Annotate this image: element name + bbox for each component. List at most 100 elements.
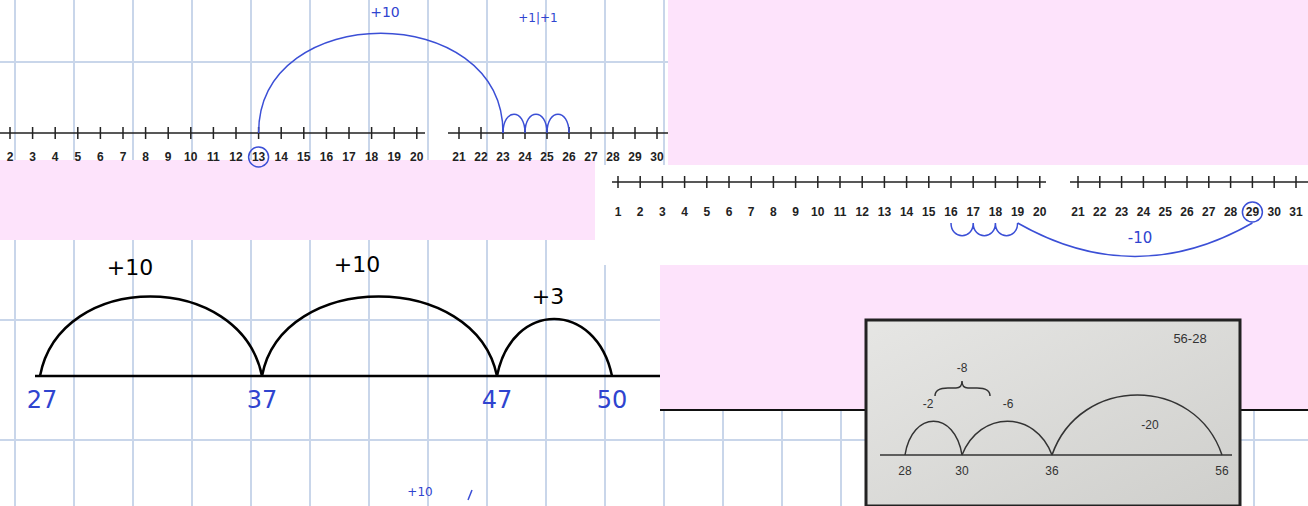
tick-number: 12 bbox=[229, 151, 242, 163]
tick-number: 17 bbox=[342, 151, 355, 163]
point-number: 36 bbox=[1045, 465, 1058, 477]
tick-number: 24 bbox=[518, 151, 531, 163]
tick-number: 19 bbox=[388, 151, 401, 163]
point-number: 27 bbox=[27, 388, 58, 412]
tick-number: 22 bbox=[474, 151, 487, 163]
jump-label: -20 bbox=[1141, 419, 1158, 431]
tick-marks bbox=[1077, 176, 1308, 188]
brace bbox=[935, 381, 990, 396]
tick-number: 5 bbox=[703, 206, 710, 218]
tick-number: 4 bbox=[52, 151, 59, 163]
tick-number: 31 bbox=[1289, 206, 1302, 218]
axis-line bbox=[612, 181, 1308, 183]
tick-number: 18 bbox=[365, 151, 378, 163]
tick-number: 30 bbox=[650, 151, 663, 163]
jump-label: +10 bbox=[334, 254, 380, 276]
tick-number: 3 bbox=[659, 206, 666, 218]
tick-number: 19 bbox=[1011, 206, 1024, 218]
tick-number: 14 bbox=[900, 206, 913, 218]
jump-arc bbox=[40, 297, 262, 377]
jump-label: +3 bbox=[532, 286, 564, 308]
tick-number: 1 bbox=[615, 206, 622, 218]
tick-number: 18 bbox=[989, 206, 1002, 218]
tick-number: 9 bbox=[792, 206, 799, 218]
tick-number: 14 bbox=[275, 151, 288, 163]
tick-number: 22 bbox=[1093, 206, 1106, 218]
axis-line bbox=[0, 132, 668, 134]
tick-number: 4 bbox=[681, 206, 688, 218]
tick-number: 2 bbox=[637, 206, 644, 218]
tick-number: 25 bbox=[1159, 206, 1172, 218]
axis-line bbox=[35, 375, 660, 378]
tick-number: 26 bbox=[562, 151, 575, 163]
tick-number: 7 bbox=[748, 206, 755, 218]
number-line bbox=[0, 133, 668, 134]
tick-number: 23 bbox=[496, 151, 509, 163]
tick-number: 27 bbox=[584, 151, 597, 163]
jump-label: +10 bbox=[107, 257, 153, 279]
tick-number: 16 bbox=[320, 151, 333, 163]
tick-number: 13 bbox=[252, 151, 265, 163]
tick-number: 6 bbox=[97, 151, 104, 163]
tick-number: 21 bbox=[452, 151, 465, 163]
tick-marks bbox=[458, 127, 668, 139]
tick-number: 11 bbox=[834, 206, 847, 218]
tick-number: 20 bbox=[1033, 206, 1046, 218]
circled-number bbox=[249, 147, 269, 167]
pink-panel bbox=[0, 160, 595, 240]
jump-arc bbox=[1052, 395, 1222, 455]
tick-number: 21 bbox=[1071, 206, 1084, 218]
pink-panel bbox=[668, 0, 1308, 165]
tick-number: 17 bbox=[967, 206, 980, 218]
open-number-line bbox=[35, 297, 660, 377]
number-line-panel bbox=[600, 165, 1308, 265]
tick-number: 8 bbox=[142, 151, 149, 163]
tick-marks bbox=[9, 127, 425, 139]
tick-number: 29 bbox=[1246, 206, 1259, 218]
point-number: 30 bbox=[955, 465, 968, 477]
tick-number: 30 bbox=[1268, 206, 1281, 218]
tick-marks bbox=[617, 176, 1046, 188]
jump-label: -8 bbox=[957, 362, 968, 374]
tick-number: 11 bbox=[207, 151, 220, 163]
tick-number: 24 bbox=[1137, 206, 1150, 218]
jump-label: -6 bbox=[1003, 398, 1014, 410]
tick-number: 28 bbox=[1224, 206, 1237, 218]
tick-number: 2 bbox=[7, 151, 14, 163]
tick-number: 25 bbox=[540, 151, 553, 163]
jump-arc bbox=[905, 421, 962, 455]
jump-label: +10 bbox=[370, 5, 400, 19]
jump-arc bbox=[259, 33, 503, 133]
point-number: 37 bbox=[247, 388, 278, 412]
tick-number: 23 bbox=[1115, 206, 1128, 218]
number-line bbox=[612, 182, 1308, 183]
jump-arc bbox=[1018, 223, 1253, 257]
point-number: 50 bbox=[597, 388, 628, 412]
jump-arc bbox=[262, 297, 497, 377]
point-number: 56 bbox=[1215, 465, 1228, 477]
pen-mark bbox=[468, 490, 472, 500]
problem-text: 56-28 bbox=[1173, 332, 1206, 345]
tick-number: 26 bbox=[1180, 206, 1193, 218]
point-number: 28 bbox=[898, 465, 911, 477]
point-number: 47 bbox=[482, 388, 513, 412]
tick-number: 13 bbox=[878, 206, 891, 218]
tick-number: 27 bbox=[1202, 206, 1215, 218]
tick-number: 8 bbox=[770, 206, 777, 218]
photo bbox=[866, 320, 1240, 506]
jumps bbox=[951, 202, 1262, 257]
jumps bbox=[249, 33, 569, 167]
jump-arc bbox=[497, 319, 612, 376]
tick-number: 7 bbox=[120, 151, 127, 163]
jump-arc bbox=[503, 114, 569, 133]
jump-label: -2 bbox=[923, 398, 934, 410]
tick-number: 9 bbox=[165, 151, 172, 163]
jump-arc bbox=[962, 421, 1052, 455]
tick-number: 10 bbox=[811, 206, 824, 218]
tick-number: 10 bbox=[184, 151, 197, 163]
jump-arc bbox=[951, 223, 1018, 236]
axis-line bbox=[880, 454, 1232, 456]
jump-label: +10 bbox=[407, 486, 432, 498]
tick-number: 20 bbox=[410, 151, 423, 163]
